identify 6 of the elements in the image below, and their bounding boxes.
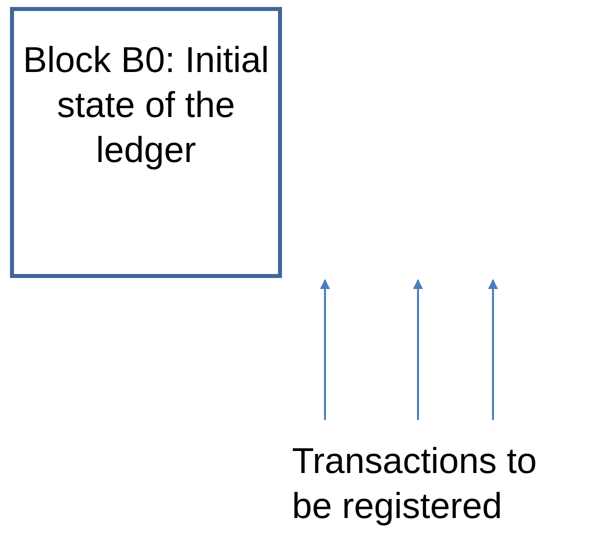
block-box [10, 7, 282, 278]
transactions-label: Transactions to be registered [292, 439, 538, 528]
arrow [488, 279, 498, 420]
arrow [413, 279, 423, 420]
block-label: Block B0: Initial state of the ledger [22, 38, 270, 172]
arrow [320, 279, 330, 420]
